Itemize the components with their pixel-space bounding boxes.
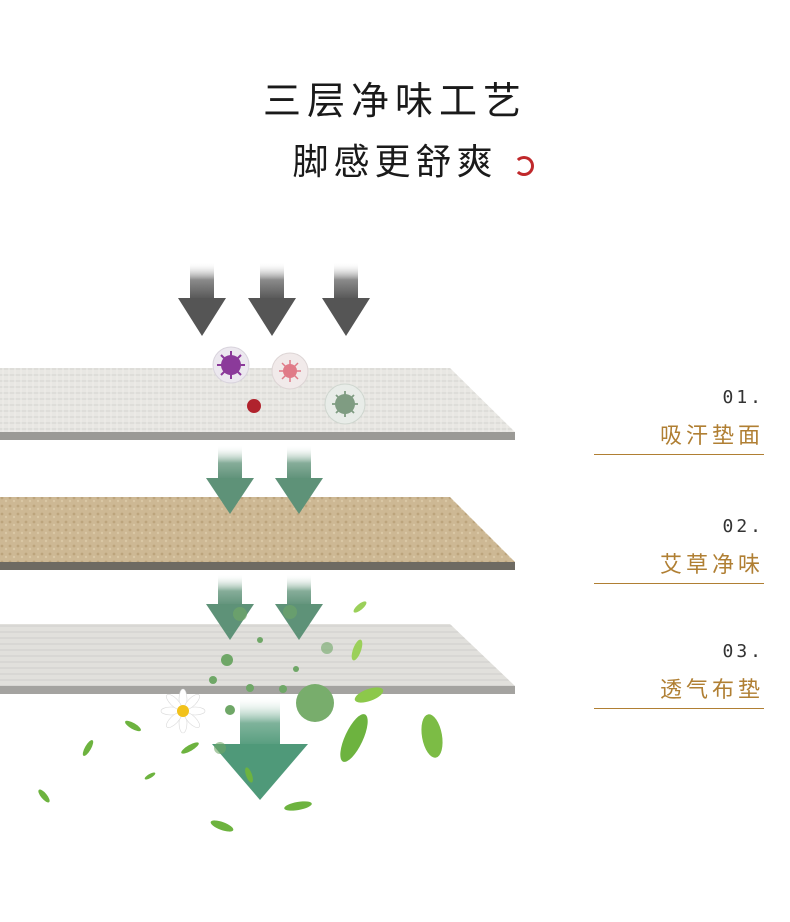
- layer-label-1: 01. 吸汗垫面: [594, 387, 764, 455]
- layer-2-wormwood-deodorizing: [0, 497, 515, 570]
- leaf-icon: [284, 800, 313, 813]
- daisy-flower-icon: [161, 689, 205, 733]
- leaf-icon: [418, 713, 445, 760]
- layer-name: 透气布垫: [594, 672, 764, 709]
- layer-label-3: 03. 透气布垫: [594, 641, 764, 709]
- leaf-icon: [124, 719, 143, 733]
- down-arrow-icon: [248, 262, 296, 336]
- germ-icon: [272, 353, 308, 389]
- layer-number: 02.: [594, 516, 764, 537]
- germ-icon: [247, 399, 261, 413]
- germ-icon: [213, 347, 249, 383]
- down-arrow-icon: [322, 262, 370, 336]
- leaf-icon: [81, 739, 95, 758]
- layer-3-breathable-cloth: [0, 624, 515, 694]
- layer-number: 03.: [594, 641, 764, 662]
- leaf-icon: [144, 771, 156, 780]
- leaf-icon: [335, 711, 373, 766]
- layer-number: 01.: [594, 387, 764, 408]
- leaf-icon: [209, 818, 234, 834]
- leaf-icon: [180, 740, 200, 755]
- leaf-icon: [352, 600, 368, 615]
- germ-icon: [325, 384, 365, 424]
- leaf-icon: [37, 788, 52, 804]
- layer-name: 吸汗垫面: [594, 418, 764, 455]
- layer-label-2: 02. 艾草净味: [594, 516, 764, 584]
- down-arrow-icon: [178, 262, 226, 336]
- layer-name: 艾草净味: [594, 547, 764, 584]
